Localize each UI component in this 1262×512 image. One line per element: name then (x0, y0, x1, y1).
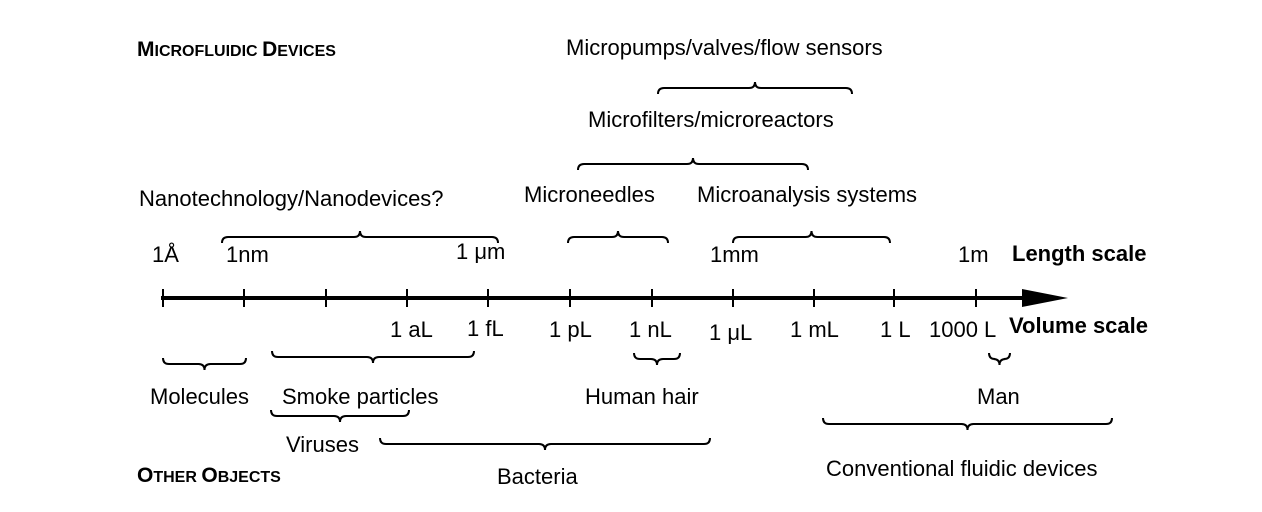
scale-axis-arrowhead (1022, 289, 1068, 307)
axis-ticks (162, 289, 977, 307)
length-tick-um: 1 μm (456, 239, 505, 264)
label-nanotechnology: Nanotechnology/Nanodevices? (139, 186, 444, 211)
label-smoke-particles: Smoke particles (282, 384, 439, 409)
volume-scale-title: Volume scale (1009, 313, 1148, 338)
brace-microfilters (577, 157, 809, 171)
volume-tick-nL: 1 nL (629, 317, 672, 342)
length-tick-mm: 1mm (710, 242, 759, 267)
label-bacteria: Bacteria (497, 464, 578, 489)
brace-smoke-particles (271, 350, 475, 364)
label-microanalysis: Microanalysis systems (697, 182, 917, 207)
volume-tick-fL: 1 fL (467, 316, 504, 341)
heading-microfluidic-devices: MICROFLUIDIC DEVICES (137, 38, 336, 61)
label-conventional-fluidic-devices: Conventional fluidic devices (826, 456, 1098, 481)
label-micropumps: Micropumps/valves/flow sensors (566, 35, 883, 60)
label-man: Man (977, 384, 1020, 409)
brace-microanalysis (732, 230, 891, 244)
heading-other-objects: OTHER OBJECTS (137, 464, 281, 487)
brace-conventional (822, 417, 1113, 431)
volume-tick-L: 1 L (880, 317, 911, 342)
volume-tick-mL: 1 mL (790, 317, 839, 342)
brace-microneedles (567, 230, 669, 244)
brace-nanotechnology (221, 230, 499, 244)
label-molecules: Molecules (150, 384, 249, 409)
brace-bacteria (379, 437, 711, 451)
brace-human-hair (633, 352, 681, 366)
brace-molecules (162, 357, 247, 371)
volume-tick-aL: 1 aL (390, 317, 433, 342)
brace-micropumps (657, 81, 853, 95)
label-microneedles: Microneedles (524, 182, 655, 207)
label-human-hair: Human hair (585, 384, 699, 409)
length-scale-title: Length scale (1012, 241, 1146, 266)
volume-tick-1000L: 1000 L (929, 317, 996, 342)
brace-viruses (270, 409, 410, 423)
braces (162, 81, 1113, 451)
volume-tick-uL: 1 μL (709, 320, 752, 345)
label-microfilters: Microfilters/microreactors (588, 107, 834, 132)
length-tick-m: 1m (958, 242, 989, 267)
length-tick-nm: 1nm (226, 242, 269, 267)
volume-tick-pL: 1 pL (549, 317, 592, 342)
brace-man (988, 352, 1011, 366)
length-tick-angstrom: 1Å (152, 242, 179, 267)
label-viruses: Viruses (286, 432, 359, 457)
